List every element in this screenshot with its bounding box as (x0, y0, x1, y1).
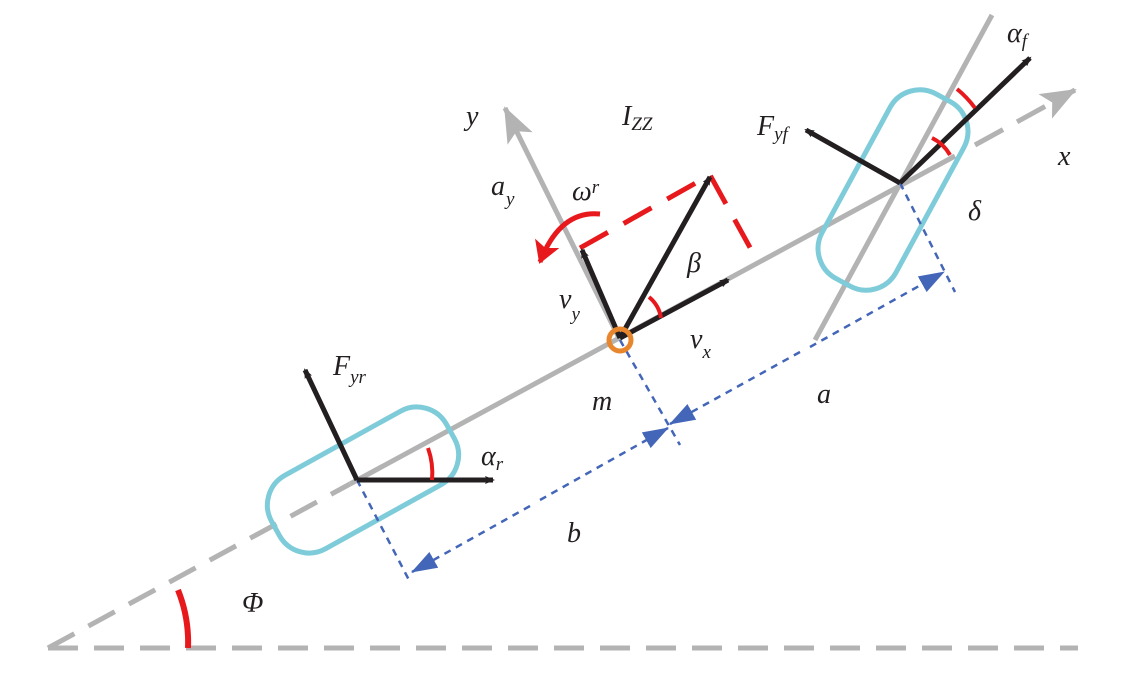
vy-label: vy (559, 284, 580, 325)
rear-perpendicular (355, 479, 412, 583)
fyf-label: Fyf (756, 111, 791, 145)
center-of-gravity (606, 326, 634, 354)
alpha-r-label: αr (481, 441, 504, 475)
dimension-b-left (411, 504, 531, 574)
velocity-projection (578, 171, 761, 264)
beta-label: β (686, 248, 701, 279)
omega-label: ωr (572, 176, 600, 207)
vx-arrow (618, 277, 730, 341)
rear-wheel (264, 404, 462, 556)
front-perpendicular (898, 182, 957, 293)
x-axis-arrow (973, 87, 1077, 148)
a-distance-label: a (817, 379, 831, 410)
alpha-r-arc (426, 447, 435, 481)
vx-label: vx (690, 324, 711, 363)
vehicle-axis-rear-dashed (46, 481, 352, 651)
izz-label: IZZ (621, 101, 653, 135)
front-velocity-arrow (898, 56, 1032, 185)
dimension-b (539, 426, 669, 502)
fyr-label: Fyr (332, 351, 367, 388)
cg-perpendicular (618, 339, 682, 446)
front-wheel (815, 87, 971, 293)
phi-arc (175, 588, 192, 649)
fyr-arrow (302, 368, 360, 482)
y-axis-label: y (463, 101, 479, 132)
mass-label: m (592, 386, 612, 417)
alpha-f-arc-inner (931, 136, 952, 157)
b-distance-label: b (567, 518, 581, 549)
omega-arrow (535, 211, 601, 264)
delta-label: δ (968, 196, 982, 227)
phi-label: Φ (242, 588, 263, 619)
x-axis-label: x (1057, 141, 1071, 172)
beta-arc (647, 295, 663, 319)
velocity-arrow (617, 175, 713, 340)
ay-label: ay (491, 171, 515, 210)
delta-arc (955, 87, 977, 110)
alpha-f-label: αf (1007, 18, 1030, 52)
vy-arrow (579, 248, 623, 339)
fyf-arrow (804, 127, 902, 186)
dimension-a-left (669, 350, 801, 426)
